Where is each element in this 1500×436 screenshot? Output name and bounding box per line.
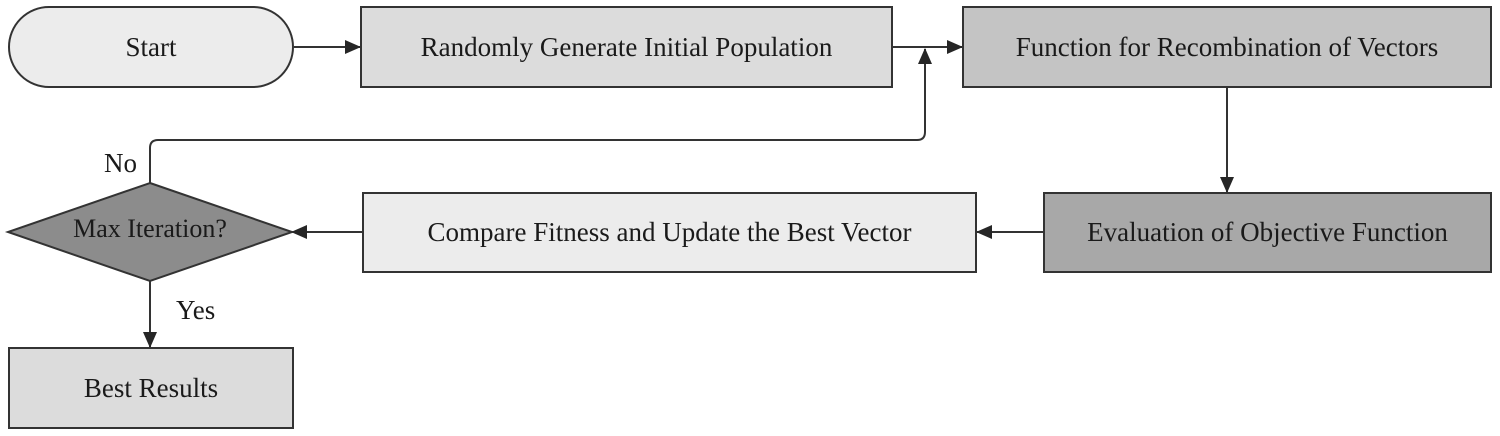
init-population-node: Randomly Generate Initial Population: [360, 6, 893, 88]
best-results-node: Best Results: [8, 347, 294, 429]
start-node: Start: [8, 6, 294, 88]
edge-label-no: No: [104, 148, 137, 178]
decision-diamond-shape: [4, 181, 296, 283]
start-label: Start: [125, 31, 177, 62]
best-results-label: Best Results: [83, 372, 219, 403]
edge-label-yes: Yes: [176, 295, 216, 325]
init-population-label: Randomly Generate Initial Population: [420, 31, 833, 62]
recombination-node: Function for Recombination of Vectors: [962, 6, 1492, 88]
evaluation-node: Evaluation of Objective Function: [1043, 192, 1492, 273]
compare-node: Compare Fitness and Update the Best Vect…: [362, 192, 977, 273]
recombination-label: Function for Recombination of Vectors: [1015, 31, 1439, 62]
evaluation-label: Evaluation of Objective Function: [1087, 217, 1448, 247]
decision-label: Max Iteration?: [73, 214, 227, 243]
edge-no-loop: [149, 48, 932, 183]
compare-label: Compare Fitness and Update the Best Vect…: [427, 217, 912, 247]
